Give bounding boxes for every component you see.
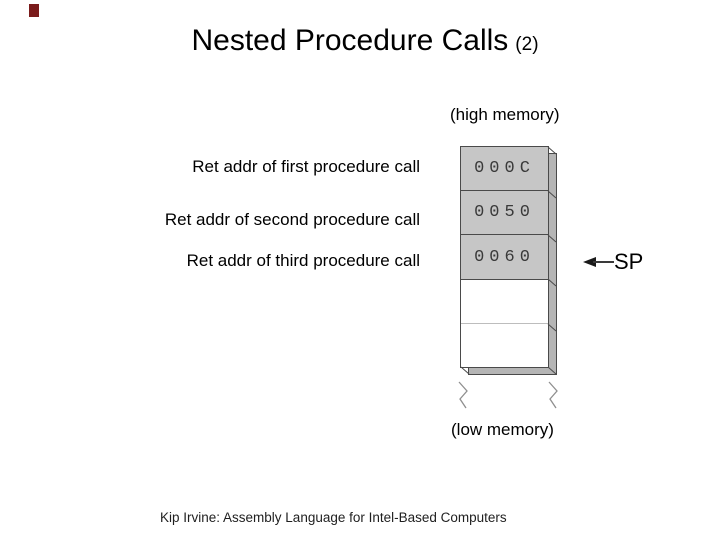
sp-pointer: SP xyxy=(583,249,703,277)
stack-cell-2: 0050 xyxy=(461,191,548,236)
stack-row-label-first: Ret addr of first procedure call xyxy=(192,157,420,176)
stack-diagram: 000C 0050 0060 xyxy=(460,146,557,375)
slide-title-suffix: (2) xyxy=(515,34,539,55)
stack-break-squiggle-right xyxy=(548,381,558,409)
low-memory-label: (low memory) xyxy=(451,420,554,439)
stack-cell-3: 0060 xyxy=(461,235,548,280)
slide-title: Nested Procedure Calls (2) xyxy=(0,24,720,58)
high-memory-label: (high memory) xyxy=(450,105,560,124)
stack-break-squiggle-left xyxy=(458,381,468,409)
stack-cell-5 xyxy=(461,323,548,368)
sp-register-label: SP xyxy=(614,249,644,274)
stack-cell-1: 000C xyxy=(461,147,548,192)
stack-row-label-third: Ret addr of third procedure call xyxy=(186,251,420,270)
slide-accent-mark xyxy=(29,4,39,17)
slide-title-text: Nested Procedure Calls xyxy=(191,24,509,57)
footer-caption: Kip Irvine: Assembly Language for Intel-… xyxy=(160,510,507,525)
stack-front-face: 000C 0050 0060 xyxy=(460,146,549,368)
sp-arrow-line xyxy=(593,261,614,263)
sp-arrow-icon xyxy=(583,257,596,267)
stack-3d-notch-lines xyxy=(460,146,557,375)
stack-row-label-second: Ret addr of second procedure call xyxy=(164,210,420,229)
stack-cell-4 xyxy=(461,279,548,324)
